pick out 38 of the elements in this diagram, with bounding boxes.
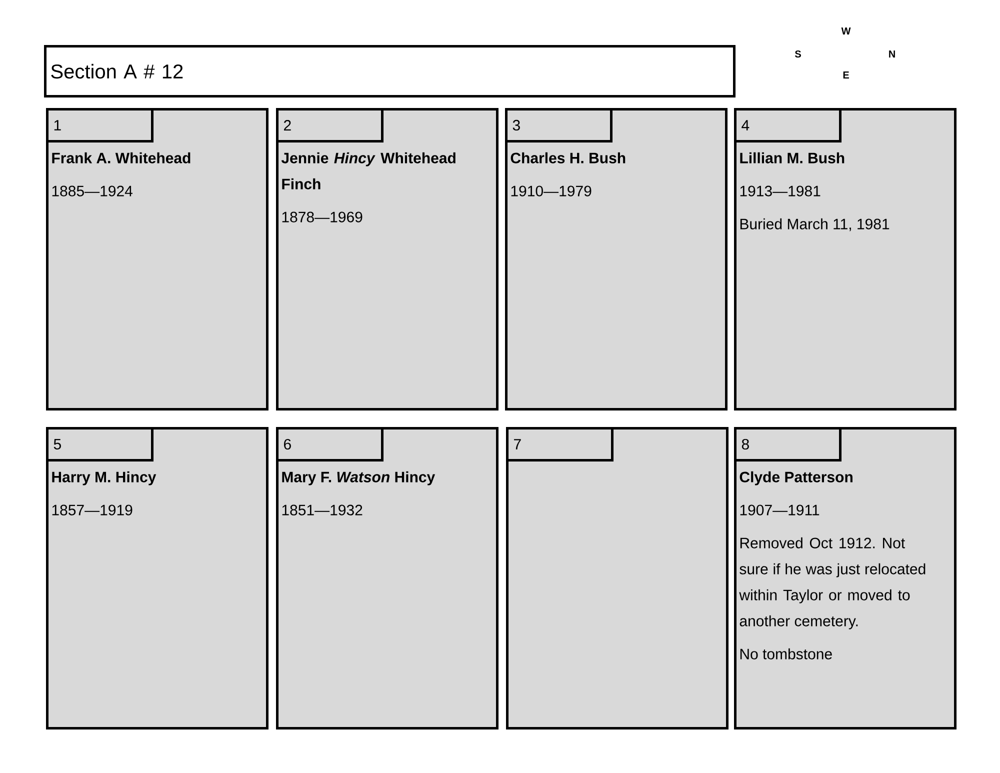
- person-name: Clyde Patterson: [740, 471, 852, 486]
- person-name: Harry M. Hincy: [52, 471, 156, 486]
- plot-box: [734, 108, 957, 410]
- note-text: Removed Oct 1912. Not sure if he was just relocated within Taylor or moved to another cemetery.: [739, 537, 926, 630]
- life-dates: 1885—1924: [52, 186, 132, 196]
- person-name: Jennie Hincy Whitehead Finch: [281, 152, 456, 190]
- person-name: Lillian M. Bush: [740, 152, 844, 164]
- life-dates: 1913—1981: [740, 186, 820, 196]
- compass-label: E: [843, 72, 849, 78]
- number-tab: 6: [276, 427, 384, 462]
- life-dates: 1878—1969: [282, 212, 362, 222]
- number-tab: 1: [46, 108, 154, 142]
- number-tab: 8: [734, 427, 842, 462]
- life-dates: 1907—1911: [740, 504, 820, 516]
- life-dates: 1910—1979: [511, 186, 592, 196]
- plot-box: [734, 427, 957, 730]
- person-name: Frank A. Whitehead: [52, 152, 190, 164]
- life-dates: 1851—1932: [282, 504, 362, 516]
- number-tab: 2: [276, 108, 384, 142]
- compass-label: S: [794, 50, 801, 58]
- number-tab: 7: [506, 427, 614, 462]
- number-tab: 3: [505, 108, 612, 142]
- compass-label: N: [889, 50, 895, 58]
- plot-box: [276, 427, 498, 730]
- title-box: Section A # 12: [44, 45, 736, 98]
- person-name: Mary F. Watson Hincy: [282, 471, 436, 486]
- empty-plot-box: [506, 427, 729, 730]
- person-name: Charles H. Bush: [510, 152, 626, 164]
- number-tab: 4: [734, 108, 842, 142]
- note-text: Buried March 11, 1981: [740, 218, 890, 232]
- note-text: No tombstone: [740, 648, 832, 660]
- plot-box: [505, 108, 728, 410]
- number-tab: 5: [46, 427, 154, 462]
- compass-label: W: [841, 28, 851, 34]
- life-dates: 1857—1919: [52, 504, 132, 516]
- plot-box: [46, 427, 268, 730]
- plot-box: [46, 108, 268, 410]
- plot-box: [276, 108, 498, 410]
